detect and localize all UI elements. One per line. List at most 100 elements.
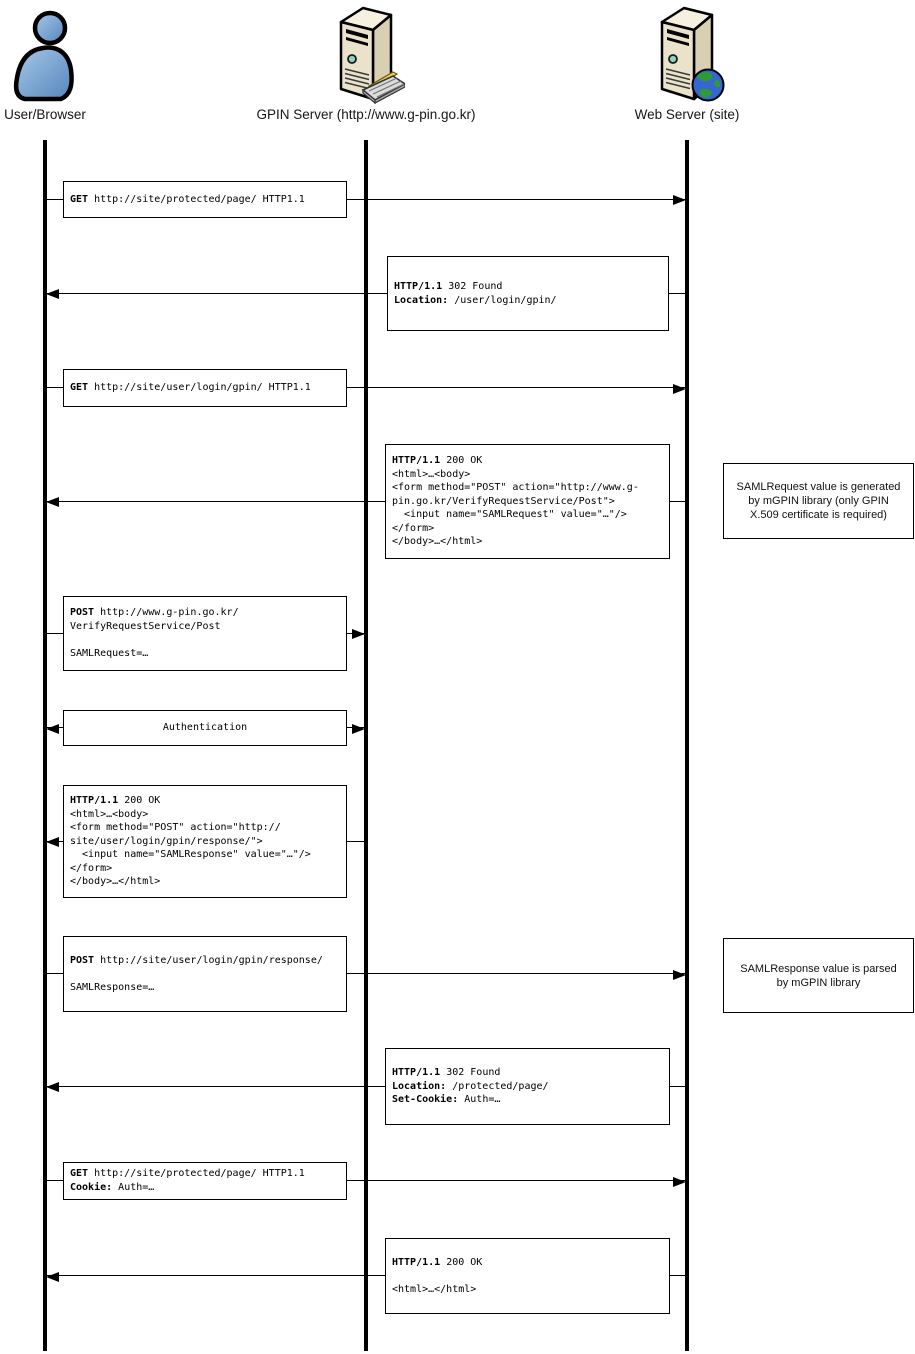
arrowhead-right-icon [673, 969, 686, 980]
lifeline-web-server [685, 140, 689, 1351]
message-text: </body>…</html> [70, 876, 161, 888]
actor-label-gpin-server: GPIN Server (http://www.g-pin.go.kr) [256, 107, 476, 122]
server-keyboard-icon [327, 2, 407, 106]
message-text: Auth=… [112, 1182, 155, 1193]
lifeline-gpin-server [364, 140, 368, 1351]
message-line: VerifyRequestService/Post [70, 620, 340, 634]
message-line: </body>…</html> [70, 875, 340, 889]
message-line: <html>…<body> [70, 808, 340, 822]
msg-get-protected-cookie-arrow [47, 1176, 686, 1187]
message-line: <form method="POST" action="http://www.g… [392, 481, 663, 495]
message-line: HTTP/1.1 200 OK [70, 794, 340, 808]
msg-200-ok-html: HTTP/1.1 200 OK <html>…</html> [385, 1238, 670, 1314]
message-line: POST http://www.g-pin.go.kr/ [70, 606, 340, 620]
message-text: </body>…</html> [392, 536, 483, 548]
lifeline-user [43, 140, 47, 1351]
message-text: <html>…<body> [70, 808, 149, 820]
server-globe-icon [648, 2, 726, 106]
message-text: Auth=… [458, 1094, 501, 1106]
message-keyword: HTTP/1.1 [392, 1256, 441, 1268]
message-line: site/user/login/gpin/response/"> [70, 835, 340, 849]
message-text: 200 OK [118, 794, 161, 806]
note-text: SAMLResponse value is parsed by mGPIN li… [740, 962, 897, 989]
message-line: HTTP/1.1 302 Found [392, 1066, 663, 1080]
message-text: http://www.g-pin.go.kr/ [94, 607, 239, 619]
message-keyword: POST [70, 607, 95, 619]
message-line: GET http://site/protected/page/ HTTP1.1 [70, 193, 340, 207]
arrowhead-right-icon [352, 629, 365, 639]
message-text: <form method="POST" action="http:// [70, 822, 281, 834]
message-keyword: Cookie: [70, 1182, 113, 1193]
message-keyword: POST [70, 954, 95, 966]
message-line: Cookie: Auth=… [70, 1181, 340, 1195]
arrowhead-left-icon [46, 723, 59, 734]
message-line: HTTP/1.1 200 OK [392, 1256, 663, 1270]
arrowhead-right-icon [673, 195, 686, 205]
message-text: 200 OK [440, 454, 483, 466]
message-line: POST http://site/user/login/gpin/respons… [70, 954, 340, 968]
message-text: pin.go.kr/VerifyRequestService/Post"> [392, 495, 615, 507]
message-line: Location: /protected/page/ [392, 1080, 663, 1094]
arrowhead-left-icon [46, 837, 59, 847]
message-keyword: Set-Cookie: [392, 1094, 459, 1106]
message-line: <form method="POST" action="http:// [70, 821, 340, 835]
message-line [392, 1269, 663, 1283]
note-text: SAMLRequest value is generated by mGPIN … [736, 481, 901, 521]
msg-get-protected-page: GET http://site/protected/page/ HTTP1.1 [63, 181, 347, 218]
message-keyword: GET [70, 1168, 89, 1180]
message-text: http://site/user/login/gpin/response/ [94, 954, 323, 966]
message-line: </body>…</html> [392, 535, 663, 549]
message-line: <input name="SAMLResponse" value="…"/> [70, 848, 340, 862]
message-line: SAMLResponse=… [70, 981, 340, 995]
message-line: HTTP/1.1 302 Found [394, 280, 662, 294]
arrowhead-right-icon [673, 383, 686, 394]
message-text: <form method="POST" action="http://www.g… [392, 482, 639, 494]
msg-302-found-login-arrow [46, 289, 685, 299]
msg-get-login-gpin: GET http://site/user/login/gpin/ HTTP1.1 [63, 369, 347, 407]
message-text: SAMLRequest=… [70, 648, 149, 660]
msg-post-verifyrequest: POST http://www.g-pin.go.kr/VerifyReques… [63, 596, 347, 671]
message-line: Set-Cookie: Auth=… [392, 1093, 663, 1107]
message-keyword: HTTP/1.1 [70, 794, 119, 806]
message-keyword: HTTP/1.1 [392, 1067, 441, 1079]
message-text: <input name="SAMLResponse" value="…"/> [70, 849, 311, 861]
arrowhead-left-icon [46, 1082, 59, 1092]
message-text: site/user/login/gpin/response/"> [70, 835, 263, 847]
message-text: <input name="SAMLRequest" value="…"/> [392, 509, 627, 521]
actor-label-web-server: Web Server (site) [634, 107, 740, 122]
msg-get-protected-page-arrow [47, 195, 686, 205]
message-text: /user/login/gpin/ [448, 294, 557, 306]
message-text: Authentication [162, 722, 248, 734]
msg-200-ok-html-arrow [46, 1271, 685, 1282]
arrowhead-left-icon [46, 497, 59, 507]
arrowhead-left-icon [46, 1271, 59, 1282]
message-text: http://site/protected/page/ HTTP1.1 [88, 193, 305, 205]
message-text: 302 Found [442, 280, 503, 292]
message-line: SAMLRequest=… [70, 647, 340, 661]
message-text: http://site/user/login/gpin/ HTTP1.1 [88, 382, 311, 394]
message-keyword: HTTP/1.1 [392, 454, 441, 466]
message-text: </form> [70, 862, 113, 874]
message-keyword: Location: [394, 294, 449, 306]
message-line: <html>…</html> [392, 1283, 663, 1297]
message-text: /protected/page/ [446, 1080, 549, 1092]
message-text: http://site/protected/page/ HTTP1.1 [88, 1168, 305, 1180]
message-text: 302 Found [440, 1067, 501, 1079]
arrowhead-right-icon [352, 723, 365, 734]
message-text: <html>…</html> [392, 1283, 477, 1295]
message-line [70, 634, 340, 648]
message-text: </form> [392, 522, 435, 534]
message-text: VerifyRequestService/Post [70, 620, 221, 632]
msg-200-ok-samlrequest-form-arrow [46, 497, 685, 507]
message-line: HTTP/1.1 200 OK [392, 454, 663, 468]
message-line [70, 967, 340, 981]
note-samlresponse: SAMLResponse value is parsed by mGPIN li… [723, 938, 914, 1013]
msg-authentication: Authentication [63, 710, 347, 746]
arrowhead-left-icon [46, 289, 59, 299]
message-line: pin.go.kr/VerifyRequestService/Post"> [392, 495, 663, 509]
message-text: SAMLResponse=… [70, 981, 155, 993]
